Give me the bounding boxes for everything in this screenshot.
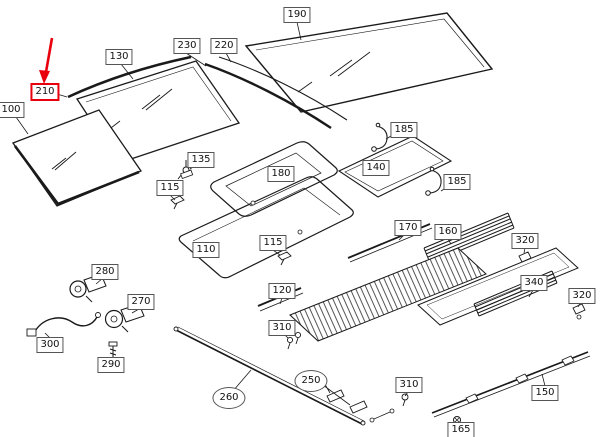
part-label-180[interactable]: 180	[267, 166, 295, 182]
clip-115-front	[170, 195, 185, 210]
part-label-320[interactable]: 320	[568, 288, 596, 304]
sunblind-band	[289, 247, 487, 342]
glass-panel-190	[244, 12, 494, 113]
screw-290	[108, 341, 118, 358]
bracket-135	[177, 160, 194, 180]
part-label-135[interactable]: 135	[187, 152, 215, 168]
part-label-115[interactable]: 115	[156, 180, 184, 196]
part-label-250[interactable]: 250	[294, 370, 328, 392]
part-label-115[interactable]: 115	[259, 235, 287, 251]
part-label-120[interactable]: 120	[268, 283, 296, 299]
rail-340	[473, 270, 558, 317]
part-label-190[interactable]: 190	[283, 7, 311, 23]
part-label-230[interactable]: 230	[173, 38, 201, 54]
cable-185-left	[371, 122, 388, 152]
part-label-150[interactable]: 150	[531, 385, 559, 401]
part-label-220[interactable]: 220	[210, 38, 238, 54]
seal-strip-220	[218, 56, 348, 121]
seal-140	[337, 135, 453, 198]
part-label-310[interactable]: 310	[395, 377, 423, 393]
part-label-290[interactable]: 290	[97, 357, 125, 373]
part-label-310[interactable]: 310	[268, 320, 296, 336]
part-label-170[interactable]: 170	[394, 220, 422, 236]
part-label-140[interactable]: 140	[362, 160, 390, 176]
part-label-165[interactable]: 165	[447, 422, 475, 437]
part-label-110[interactable]: 110	[192, 242, 220, 258]
clip-115-rear	[277, 251, 292, 266]
blind-frame	[417, 247, 579, 326]
highlight-arrow	[39, 37, 54, 84]
rail-150	[431, 351, 591, 418]
part-label-185[interactable]: 185	[443, 174, 471, 190]
cable-185-right	[425, 166, 442, 196]
part-label-320[interactable]: 320	[511, 233, 539, 249]
roller-260	[173, 326, 366, 426]
part-label-340[interactable]: 340	[520, 275, 548, 291]
frame-110	[178, 176, 354, 279]
glass-panel-100	[11, 109, 142, 207]
part-label-270[interactable]: 270	[127, 294, 155, 310]
seal-strip-230	[204, 62, 332, 129]
part-label-210[interactable]: 210	[30, 83, 60, 101]
part-label-185[interactable]: 185	[390, 122, 418, 138]
part-label-130[interactable]: 130	[105, 49, 133, 65]
bracket-310-right	[401, 393, 409, 407]
clips-310-left	[286, 331, 302, 350]
part-label-300[interactable]: 300	[36, 337, 64, 353]
part-label-280[interactable]: 280	[91, 264, 119, 280]
part-label-100[interactable]: 100	[0, 102, 25, 118]
seal-strip-210	[67, 55, 192, 99]
part-label-260[interactable]: 260	[212, 387, 246, 409]
cable-300	[26, 312, 101, 337]
parts-250	[326, 389, 395, 423]
part-label-160[interactable]: 160	[434, 224, 462, 240]
